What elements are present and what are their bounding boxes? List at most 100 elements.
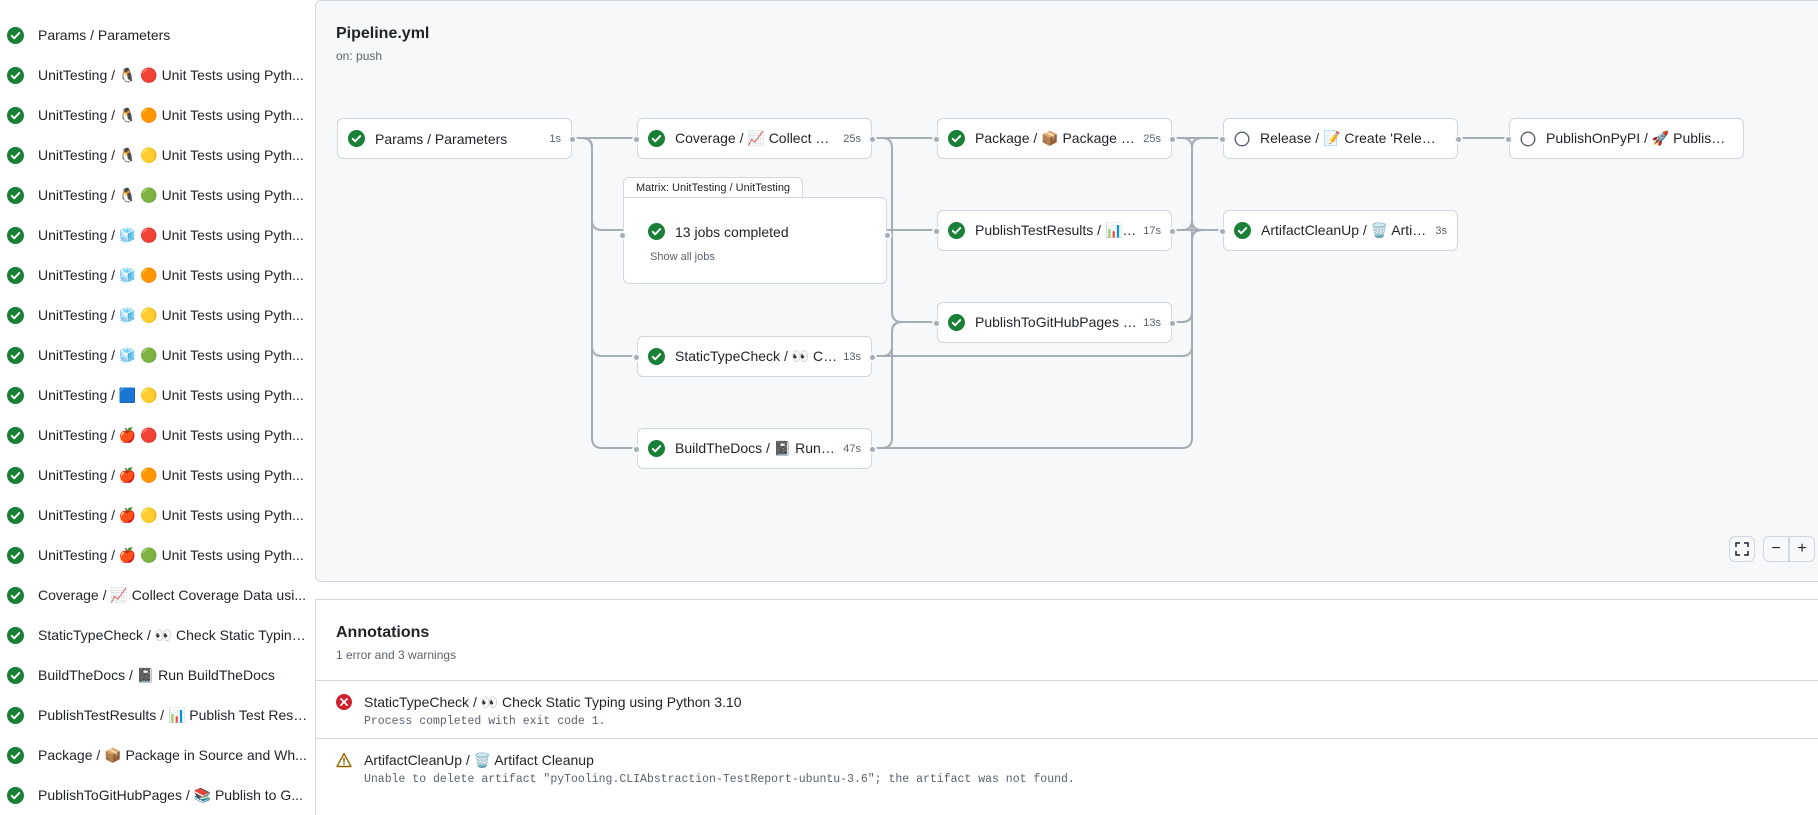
in-port [1218,227,1227,236]
in-port [632,445,641,454]
job-node-publishtestresults[interactable]: PublishTestResults / 📊 Pu... 17s [932,210,1177,251]
sidebar-job-label: UnitTesting / 🧊 🔴 Unit Tests using Pyth.… [38,226,304,243]
matrix-tab[interactable]: Matrix: UnitTesting / UnitTesting [623,177,804,199]
sidebar-job-item[interactable]: UnitTesting / 🟦 🟡 Unit Tests using Pyth.… [0,376,312,414]
job-duration: 25s [1143,132,1161,145]
out-port [568,135,577,144]
workflow-graph-panel: Pipeline.yml on: push Matrix: UnitTestin… [315,0,1818,582]
annotation-title[interactable]: StaticTypeCheck / 👀 Check Static Typing … [364,694,742,710]
sidebar-job-item[interactable]: UnitTesting / 🐧 🟡 Unit Tests using Pyth.… [0,136,312,174]
sidebar-job-item[interactable]: UnitTesting / 🧊 🟢 Unit Tests using Pyth.… [0,336,312,374]
out-port [1168,227,1177,236]
out-port [868,445,877,454]
sidebar-job-label: BuildTheDocs / 📓 Run BuildTheDocs [38,666,275,683]
job-node-coverage[interactable]: Coverage / 📈 Collect Cove... 25s [632,118,877,159]
sidebar-job-label: Coverage / 📈 Collect Coverage Data usi..… [38,586,306,603]
out-port [1168,135,1177,144]
job-name: Release / 📝 Create 'Release P... [1260,130,1441,146]
sidebar-job-label: UnitTesting / 🍎 🟠 Unit Tests using Pyth.… [38,466,304,483]
sidebar-job-item[interactable]: UnitTesting / 🐧 🟢 Unit Tests using Pyth.… [0,176,312,214]
job-node-release[interactable]: Release / 📝 Create 'Release P... [1218,118,1463,159]
success-check-icon [948,130,965,147]
show-all-jobs-link[interactable]: Show all jobs [650,251,715,263]
job-node-publishtogithubpages[interactable]: PublishToGitHubPages / 📚... 13s [932,302,1177,343]
sidebar-job-label: PublishToGitHubPages / 📚 Publish to G... [38,786,303,803]
sidebar-job-item[interactable]: StaticTypeCheck / 👀 Check Static Typing.… [0,616,312,654]
sidebar-job-item[interactable]: UnitTesting / 🧊 🟡 Unit Tests using Pyth.… [0,296,312,334]
matrix-box[interactable]: 13 jobs completed Show all jobs [618,197,892,284]
job-duration: 47s [843,442,861,455]
success-check-icon [7,226,24,244]
success-check-icon [7,426,24,444]
annotation-title[interactable]: ArtifactCleanUp / 🗑️ Artifact Cleanup [364,752,594,768]
success-check-icon [7,306,24,324]
out-port [1168,319,1177,328]
success-check-icon [7,26,24,44]
success-check-icon [948,314,965,331]
sidebar-job-label: UnitTesting / 🐧 🟠 Unit Tests using Pyth.… [38,106,304,123]
dependency-edge [1172,137,1223,231]
job-node-buildthedocs[interactable]: BuildTheDocs / 📓 Run Buil... 47s [632,428,877,469]
sidebar-job-label: UnitTesting / 🧊 🟢 Unit Tests using Pyth.… [38,346,304,363]
sidebar-job-item[interactable]: BuildTheDocs / 📓 Run BuildTheDocs [0,656,312,694]
zoom-out-button[interactable]: − [1763,536,1789,562]
job-node-params[interactable]: Params / Parameters 1s [337,118,577,159]
in-port [1504,135,1513,144]
sidebar-job-item[interactable]: UnitTesting / 🧊 🟠 Unit Tests using Pyth.… [0,256,312,294]
sidebar-job-item[interactable]: Coverage / 📈 Collect Coverage Data usi..… [0,576,312,614]
job-node-artifactcleanup[interactable]: ArtifactCleanUp / 🗑️ Artifac... 3s [1218,210,1458,251]
sidebar-job-item[interactable]: PublishTestResults / 📊 Publish Test Resu… [0,696,312,734]
success-check-icon [648,223,665,240]
sidebar-job-item[interactable]: UnitTesting / 🍎 🟡 Unit Tests using Pyth.… [0,496,312,534]
sidebar-job-item[interactable]: UnitTesting / 🍎 🟢 Unit Tests using Pyth.… [0,536,312,574]
success-check-icon [7,146,24,164]
sidebar-job-item[interactable]: UnitTesting / 🐧 🟠 Unit Tests using Pyth.… [0,96,312,134]
skipped-circle-icon [1520,130,1536,147]
annotation-warning[interactable]: ArtifactCleanUp / 🗑️ Artifact Cleanup Un… [316,738,1818,802]
sidebar-job-label: UnitTesting / 🐧 🟢 Unit Tests using Pyth.… [38,186,304,203]
sidebar-job-item[interactable]: Package / 📦 Package in Source and Wh... [0,736,312,774]
sidebar-job-item[interactable]: UnitTesting / 🍎 🔴 Unit Tests using Pyth.… [0,416,312,454]
sidebar-job-item[interactable]: Params / Parameters [0,16,312,54]
dependency-edge [872,229,1223,449]
workflow-trigger: on: push [336,49,383,63]
sidebar-job-item[interactable]: UnitTesting / 🍎 🟠 Unit Tests using Pyth.… [0,456,312,494]
sidebar-job-item[interactable]: UnitTesting / 🧊 🔴 Unit Tests using Pyth.… [0,216,312,254]
annotations-panel: Annotations 1 error and 3 warnings Stati… [315,599,1818,815]
annotation-error[interactable]: StaticTypeCheck / 👀 Check Static Typing … [316,680,1818,744]
job-duration: 13s [1143,316,1161,329]
success-check-icon [7,186,24,204]
fullscreen-icon [1735,542,1749,556]
skipped-circle-icon [1234,130,1250,147]
job-dependency-edges [572,137,1509,449]
job-name: Package / 📦 Package in So... [975,130,1137,146]
success-check-icon [7,506,24,524]
job-node-publishonpypi[interactable]: PublishOnPyPI / 🚀 Publish to ... [1504,118,1744,159]
sidebar-job-item[interactable]: PublishToGitHubPages / 📚 Publish to G... [0,776,312,814]
job-duration: 13s [843,350,861,363]
matrix-out-port [883,231,892,240]
out-port [1454,135,1463,144]
job-duration: 3s [1435,224,1447,237]
job-duration: 25s [843,132,861,145]
success-check-icon [7,106,24,124]
out-port [868,135,877,144]
in-port [632,135,641,144]
job-name: PublishOnPyPI / 🚀 Publish to ... [1546,130,1727,146]
job-duration: 1s [549,132,561,145]
fullscreen-button[interactable] [1729,536,1755,562]
dependency-edge [1172,229,1223,323]
zoom-in-button[interactable]: + [1789,536,1815,562]
warning-triangle-icon [336,752,352,768]
success-check-icon [7,626,24,644]
dependency-edge [1172,137,1223,323]
success-check-icon [7,786,24,804]
job-node-statictypecheck[interactable]: StaticTypeCheck / 👀 Chec... 13s [632,336,877,377]
matrix-in-port [618,231,627,240]
in-port [932,227,941,236]
success-check-icon [348,130,365,147]
job-name: PublishToGitHubPages / 📚... [975,314,1137,330]
job-name: StaticTypeCheck / 👀 Chec... [675,348,838,364]
sidebar-job-item[interactable]: UnitTesting / 🐧 🔴 Unit Tests using Pyth.… [0,56,312,94]
job-node-package[interactable]: Package / 📦 Package in So... 25s [932,118,1177,159]
